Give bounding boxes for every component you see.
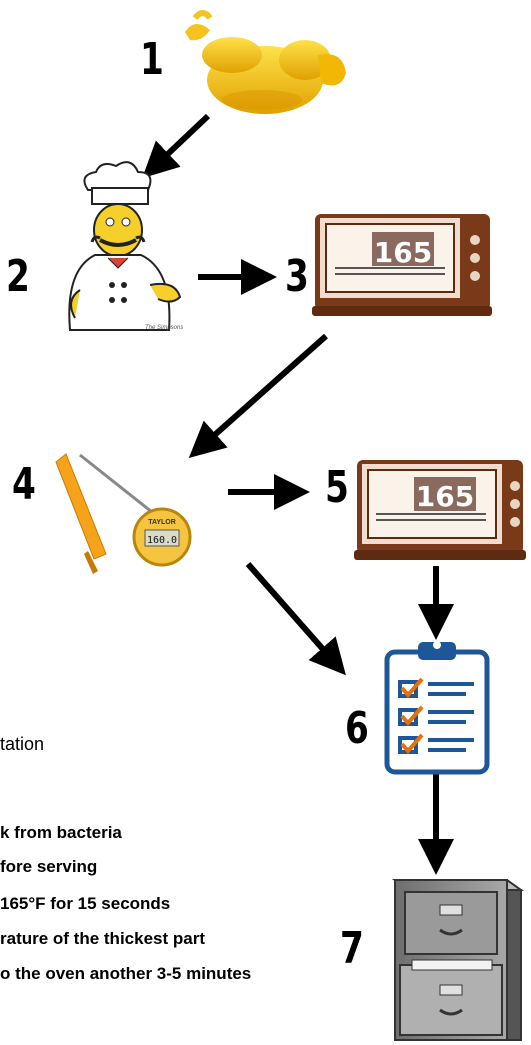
meat-thermometer-icon [56,454,190,574]
arrow-1-to-2 [153,116,208,168]
arrow-3-to-4 [200,336,326,448]
file-cabinet-icon [395,880,521,1040]
chef-credit: The Simpsons [145,325,183,331]
checklist-clipboard-icon [387,641,487,772]
thermometer-brand: TAYLOR [148,519,176,526]
thermometer-reading: 160.0 [147,535,177,546]
arrow-4-to-6 [248,564,336,664]
oven-temp-step-5: 165 [416,480,474,513]
oven-temp-step-3: 165 [374,236,432,269]
roast-turkey-icon [185,13,346,114]
chef-icon [69,162,180,330]
